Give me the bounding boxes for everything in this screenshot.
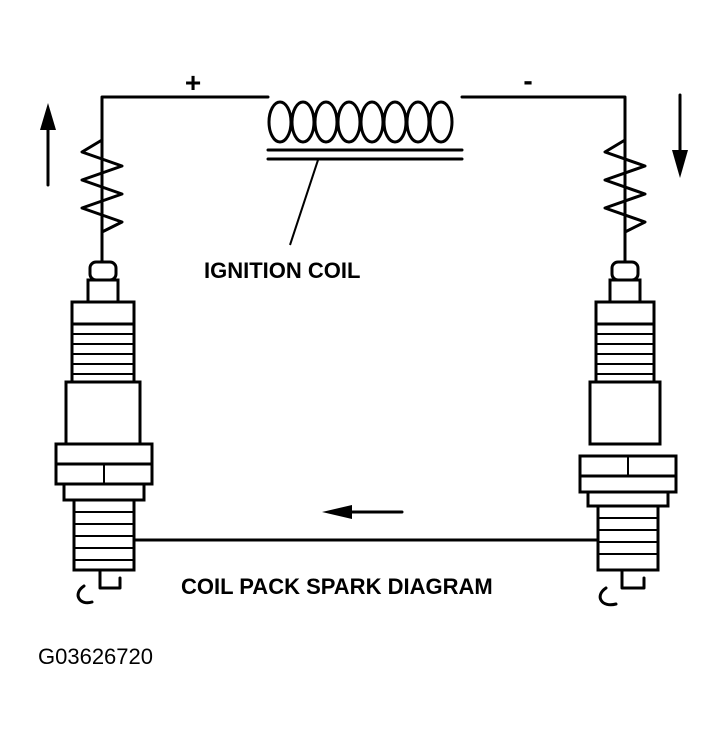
diagram-title: COIL PACK SPARK DIAGRAM [181,574,493,599]
left-spark-plug [54,260,154,605]
right-resistor [603,138,647,264]
coil-core [266,148,464,161]
right-spark-plug [578,260,678,607]
ignition-coil-label: IGNITION COIL [204,258,360,283]
arrow-left-icon [322,505,404,519]
arrow-up-icon [40,103,56,187]
plus-polarity-label: + [185,67,201,98]
left-resistor [80,138,124,264]
coil-label-leader [289,159,319,246]
figure-id: G03626720 [38,644,153,669]
top-circuit-wire [100,95,627,252]
minus-polarity-label: - [523,65,532,96]
coil-windings [267,100,454,144]
arrow-down-icon [672,93,688,178]
